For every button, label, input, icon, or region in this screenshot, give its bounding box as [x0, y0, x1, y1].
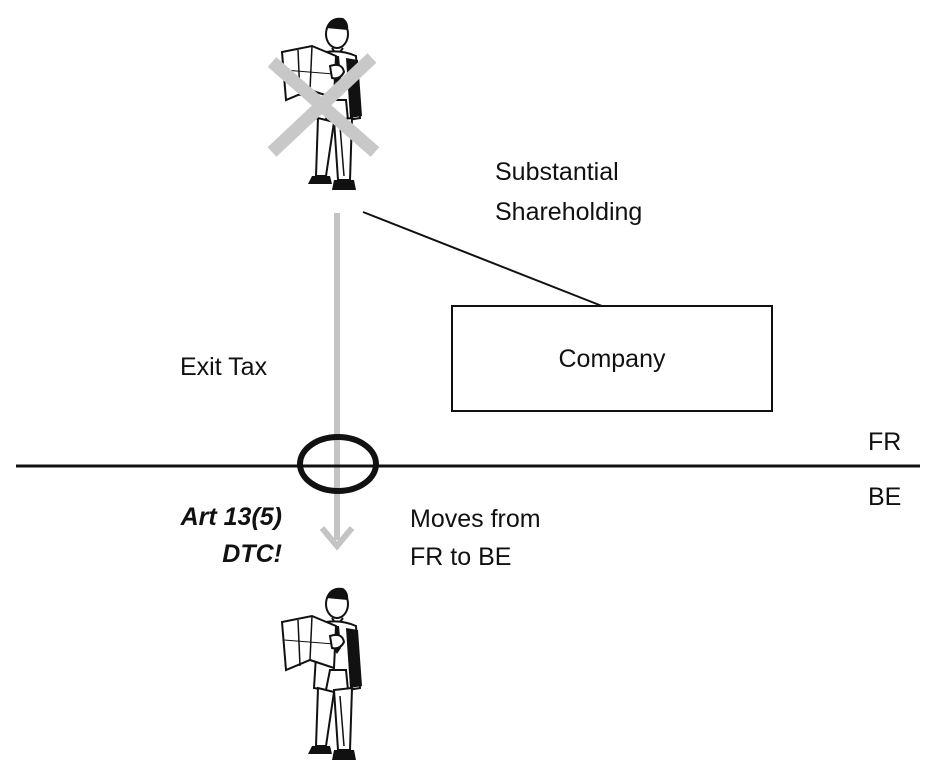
moves-label-line1: Moves from	[410, 505, 541, 533]
moves-label-line2: FR to BE	[410, 543, 512, 571]
person-after-icon	[281, 586, 363, 761]
shareholding-label-line1: Substantial	[495, 158, 619, 186]
company-box	[451, 305, 773, 412]
exit-tax-label: Exit Tax	[180, 353, 268, 381]
country-bottom-label: BE	[868, 483, 902, 511]
article-label-line2: DTC!	[222, 540, 282, 568]
shareholding-link-line	[362, 211, 603, 307]
country-top-label: FR	[868, 428, 902, 456]
article-label-line1: Art 13(5)	[180, 503, 282, 531]
migration-arrow	[319, 213, 355, 551]
shareholding-label-line2: Shareholding	[495, 198, 643, 226]
border-crossing-circle	[297, 434, 379, 494]
cross-out-icon	[267, 53, 380, 157]
company-label: Company	[558, 344, 666, 373]
